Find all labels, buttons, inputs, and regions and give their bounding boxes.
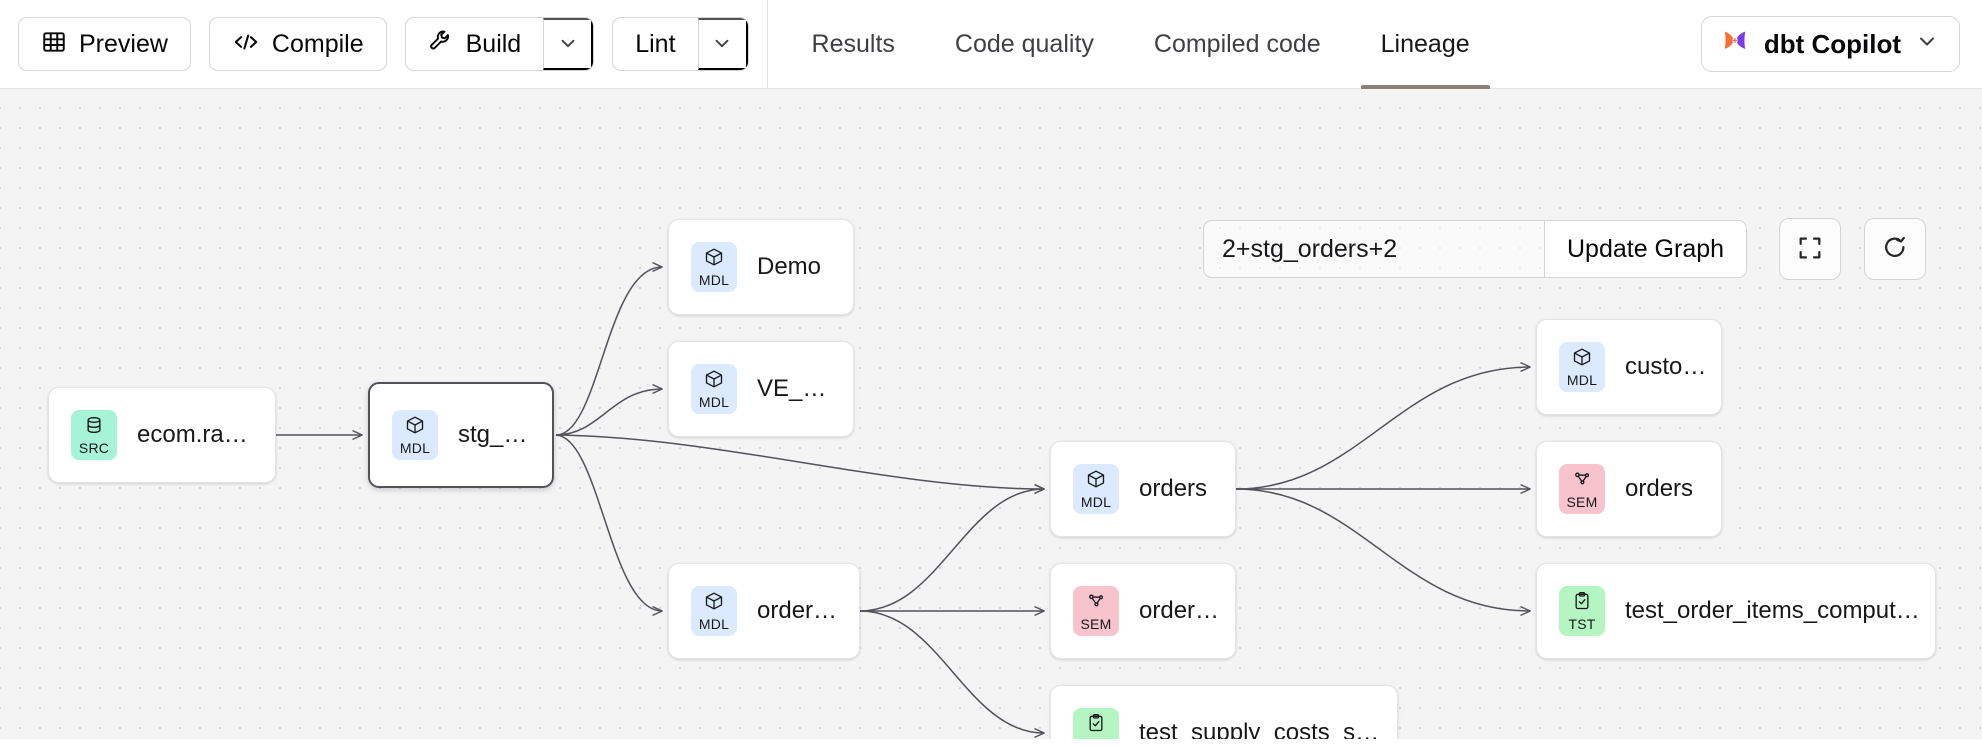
tab-results[interactable]: Results: [782, 0, 925, 89]
lineage-node-customers[interactable]: MDL customers: [1536, 319, 1722, 415]
lineage-node-test-supply-costs[interactable]: TST test_supply_costs_sum_correctly: [1050, 685, 1398, 748]
lineage-node-demo[interactable]: MDL Demo: [668, 219, 854, 315]
lint-button-label: Lint: [635, 29, 676, 58]
compile-button[interactable]: Compile: [208, 17, 387, 71]
lineage-node-order-items[interactable]: MDL order_items: [668, 563, 860, 659]
top-toolbar: Preview Compile Build: [0, 0, 1982, 89]
dbt-logo-icon: [1720, 26, 1750, 63]
node-type-label: MDL: [698, 394, 730, 410]
lineage-node-label: VE_Demo: [757, 375, 853, 402]
lineage-node-label: order_item: [1139, 597, 1235, 624]
cube-icon: [704, 247, 724, 272]
node-type-badge-tst: TST: [1559, 586, 1605, 636]
node-type-label: TST: [1568, 616, 1596, 632]
build-dropdown-button[interactable]: [543, 18, 594, 70]
node-type-badge-mdl: MDL: [691, 364, 737, 414]
preview-button[interactable]: Preview: [18, 17, 191, 71]
build-split-button: Build: [404, 17, 595, 71]
lint-dropdown-button[interactable]: [697, 18, 748, 70]
chevron-down-icon: [1915, 29, 1939, 60]
dbt-copilot-button[interactable]: dbt Copilot: [1700, 16, 1960, 72]
update-graph-button[interactable]: Update Graph: [1544, 221, 1747, 277]
lineage-node-label: customers: [1625, 353, 1721, 380]
result-pane-tabs: Results Code quality Compiled code Linea…: [782, 0, 1500, 89]
node-type-badge-src: SRC: [71, 410, 117, 460]
cube-icon: [704, 591, 724, 616]
lineage-node-order-item-semantic[interactable]: SEM order_item: [1050, 563, 1236, 659]
tab-lineage-label: Lineage: [1380, 29, 1470, 58]
lineage-canvas[interactable]: SRC ecom.raw_orders MDL stg_orders: [0, 89, 1982, 748]
lineage-node-stg-orders[interactable]: MDL stg_orders: [368, 382, 554, 488]
semantic-graph-icon: [1086, 591, 1106, 616]
node-type-label: SEM: [1080, 616, 1112, 632]
lineage-node-orders-semantic[interactable]: SEM orders: [1536, 441, 1722, 537]
toolbar-divider: [766, 0, 768, 89]
lineage-node-orders-model[interactable]: MDL orders: [1050, 441, 1236, 537]
lint-button[interactable]: Lint: [613, 18, 697, 70]
cube-icon: [704, 369, 724, 394]
node-type-badge-sem: SEM: [1073, 586, 1119, 636]
toolbar-right: dbt Copilot: [1700, 16, 1982, 72]
node-type-label: MDL: [399, 440, 431, 456]
refresh-graph-button[interactable]: [1864, 218, 1926, 280]
compile-button-label: Compile: [271, 29, 364, 58]
node-type-badge-sem: SEM: [1559, 464, 1605, 514]
lineage-node-label: order_items: [757, 597, 859, 624]
node-type-badge-mdl: MDL: [392, 410, 438, 460]
lineage-node-label: ecom.raw_orders: [137, 421, 275, 448]
lineage-node-label: Demo: [757, 253, 822, 280]
database-icon: [84, 415, 104, 440]
node-type-label: SRC: [78, 440, 110, 456]
cube-icon: [1086, 469, 1106, 494]
tab-code-quality-label: Code quality: [954, 29, 1094, 58]
dbt-copilot-label: dbt Copilot: [1763, 28, 1901, 59]
tab-results-label: Results: [811, 29, 895, 58]
clipboard-check-icon: [1572, 591, 1592, 616]
canvas-bottom-strip: [0, 739, 1982, 748]
chevron-down-icon: [711, 32, 733, 57]
lineage-node-ve-demo[interactable]: MDL VE_Demo: [668, 341, 854, 437]
lineage-node-label: orders: [1139, 475, 1208, 502]
cube-icon: [1572, 347, 1592, 372]
node-type-badge-mdl: MDL: [691, 242, 737, 292]
lineage-graph-controls: Update Graph: [1203, 220, 1748, 278]
node-type-label: MDL: [1080, 494, 1112, 510]
cube-icon: [405, 415, 425, 440]
toolbar-actions: Preview Compile Build: [0, 0, 749, 88]
lineage-node-label: test_order_items_compute_to_bools_c…: [1625, 597, 1935, 624]
table-icon: [41, 29, 67, 60]
lineage-node-ecom-raw-orders[interactable]: SRC ecom.raw_orders: [48, 387, 276, 483]
tab-compiled-code[interactable]: Compiled code: [1124, 0, 1351, 89]
code-brackets-icon: [232, 29, 260, 60]
fullscreen-icon: [1796, 234, 1824, 265]
fit-view-button[interactable]: [1779, 218, 1841, 280]
refresh-icon: [1881, 234, 1909, 265]
chevron-down-icon: [557, 32, 579, 57]
wrench-icon: [428, 28, 454, 61]
dbt-selector-input[interactable]: [1204, 221, 1544, 277]
update-graph-label: Update Graph: [1567, 234, 1725, 263]
preview-button-label: Preview: [79, 29, 168, 58]
build-button-label: Build: [465, 29, 522, 58]
tab-code-quality[interactable]: Code quality: [925, 0, 1124, 89]
lint-split-button: Lint: [612, 17, 749, 71]
tab-compiled-code-label: Compiled code: [1153, 29, 1321, 58]
node-type-badge-mdl: MDL: [1073, 464, 1119, 514]
node-type-badge-mdl: MDL: [691, 586, 737, 636]
clipboard-check-icon: [1086, 713, 1106, 738]
selector-search-group: Update Graph: [1203, 220, 1748, 278]
semantic-graph-icon: [1572, 469, 1592, 494]
build-button[interactable]: Build: [406, 18, 544, 70]
tab-lineage[interactable]: Lineage: [1351, 0, 1500, 89]
node-type-label: MDL: [1566, 372, 1598, 388]
node-type-label: SEM: [1566, 494, 1598, 510]
lineage-node-label: stg_orders: [458, 421, 552, 448]
node-type-label: MDL: [698, 616, 730, 632]
lineage-view-controls: [1779, 218, 1926, 280]
node-type-label: MDL: [698, 272, 730, 288]
lineage-node-test-order-items[interactable]: TST test_order_items_compute_to_bools_c…: [1536, 563, 1936, 659]
node-type-badge-mdl: MDL: [1559, 342, 1605, 392]
lineage-node-label: orders: [1625, 475, 1694, 502]
